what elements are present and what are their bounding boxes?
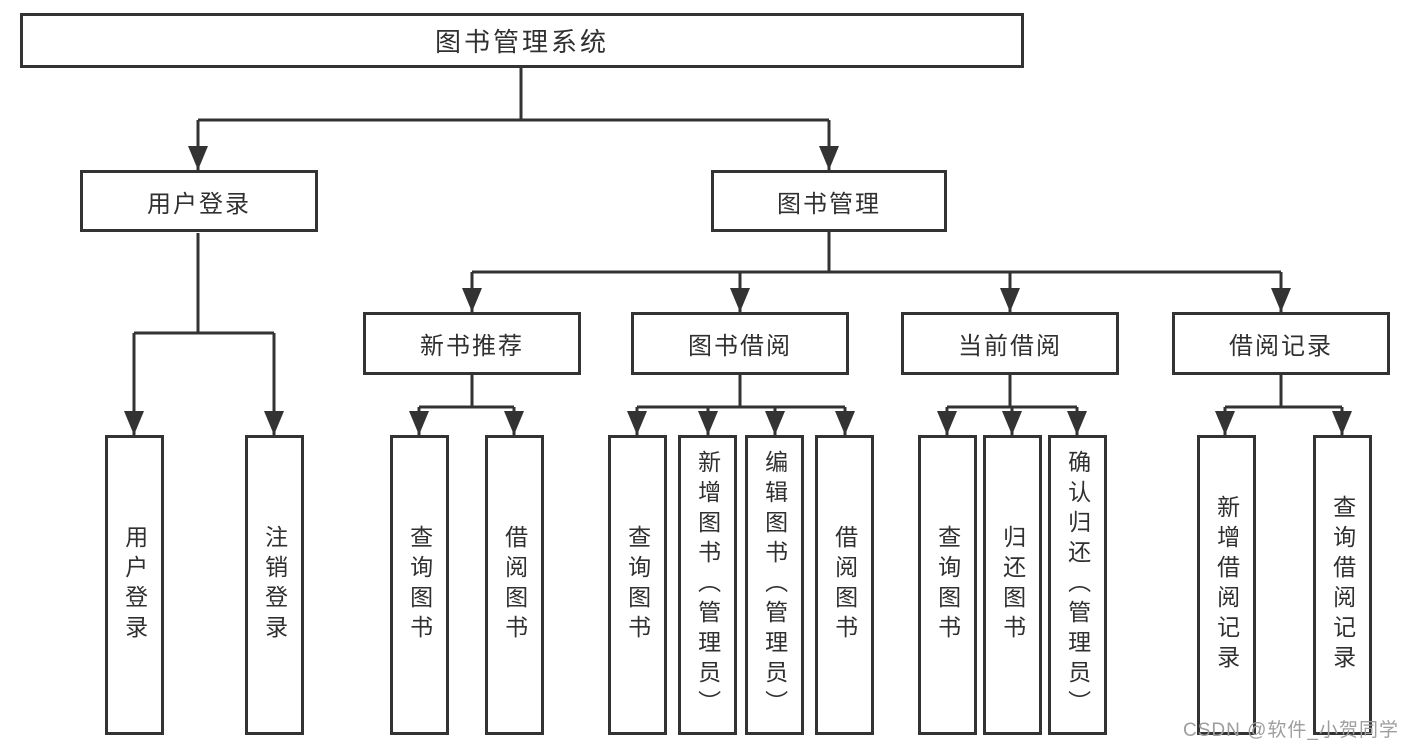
leaf-logout-label: 注销登录 bbox=[261, 525, 288, 645]
node-root-label: 图书管理系统 bbox=[434, 27, 609, 57]
leaf-query-books-recommend: 查询图书 bbox=[390, 435, 449, 735]
leaf-borrow-books-recommend: 借阅图书 bbox=[485, 435, 544, 735]
leaf-add-book-admin-label: 新增图书（管理员） bbox=[694, 450, 721, 720]
node-book-management: 图书管理 bbox=[711, 170, 947, 232]
leaf-query-books-recommend-label: 查询图书 bbox=[406, 525, 433, 645]
node-current-borrowing-label: 当前借阅 bbox=[958, 333, 1062, 360]
leaf-return-books-label: 归还图书 bbox=[999, 525, 1026, 645]
leaf-query-books-current-label: 查询图书 bbox=[934, 525, 961, 645]
node-book-borrowing-label: 图书借阅 bbox=[688, 333, 792, 360]
leaf-add-borrow-record: 新增借阅记录 bbox=[1197, 435, 1256, 735]
leaf-add-borrow-record-label: 新增借阅记录 bbox=[1213, 495, 1240, 675]
node-new-book-recommend: 新书推荐 bbox=[363, 312, 581, 375]
leaf-query-books-borrowing: 查询图书 bbox=[608, 435, 667, 735]
leaf-borrow-books-borrowing: 借阅图书 bbox=[815, 435, 874, 735]
node-book-borrowing: 图书借阅 bbox=[631, 312, 849, 375]
csdn-watermark: CSDN @软件_小贺同学 bbox=[1183, 720, 1399, 741]
node-root: 图书管理系统 bbox=[20, 13, 1024, 68]
leaf-edit-book-admin-label: 编辑图书（管理员） bbox=[761, 450, 788, 720]
node-user-login: 用户登录 bbox=[80, 170, 318, 232]
node-new-book-recommend-label: 新书推荐 bbox=[420, 333, 524, 360]
node-current-borrowing: 当前借阅 bbox=[901, 312, 1119, 375]
leaf-confirm-return-admin-label: 确认归还（管理员） bbox=[1064, 450, 1091, 720]
leaf-query-books-current: 查询图书 bbox=[918, 435, 977, 735]
node-borrowing-records-label: 借阅记录 bbox=[1229, 333, 1333, 360]
leaf-query-borrow-record-label: 查询借阅记录 bbox=[1329, 495, 1356, 675]
leaf-query-books-borrowing-label: 查询图书 bbox=[624, 525, 651, 645]
leaf-user-login-label: 用户登录 bbox=[121, 525, 148, 645]
leaf-add-book-admin: 新增图书（管理员） bbox=[678, 435, 737, 735]
leaf-return-books: 归还图书 bbox=[983, 435, 1042, 735]
leaf-logout: 注销登录 bbox=[245, 435, 304, 735]
leaf-confirm-return-admin: 确认归还（管理员） bbox=[1048, 435, 1107, 735]
leaf-query-borrow-record: 查询借阅记录 bbox=[1313, 435, 1372, 735]
leaf-borrow-books-recommend-label: 借阅图书 bbox=[501, 525, 528, 645]
node-book-management-label: 图书管理 bbox=[777, 190, 881, 218]
node-user-login-label: 用户登录 bbox=[147, 190, 251, 218]
leaf-edit-book-admin: 编辑图书（管理员） bbox=[745, 435, 804, 735]
node-borrowing-records: 借阅记录 bbox=[1172, 312, 1390, 375]
connector-elbows bbox=[134, 68, 1342, 409]
leaf-borrow-books-borrowing-label: 借阅图书 bbox=[831, 525, 858, 645]
leaf-user-login: 用户登录 bbox=[105, 435, 164, 735]
